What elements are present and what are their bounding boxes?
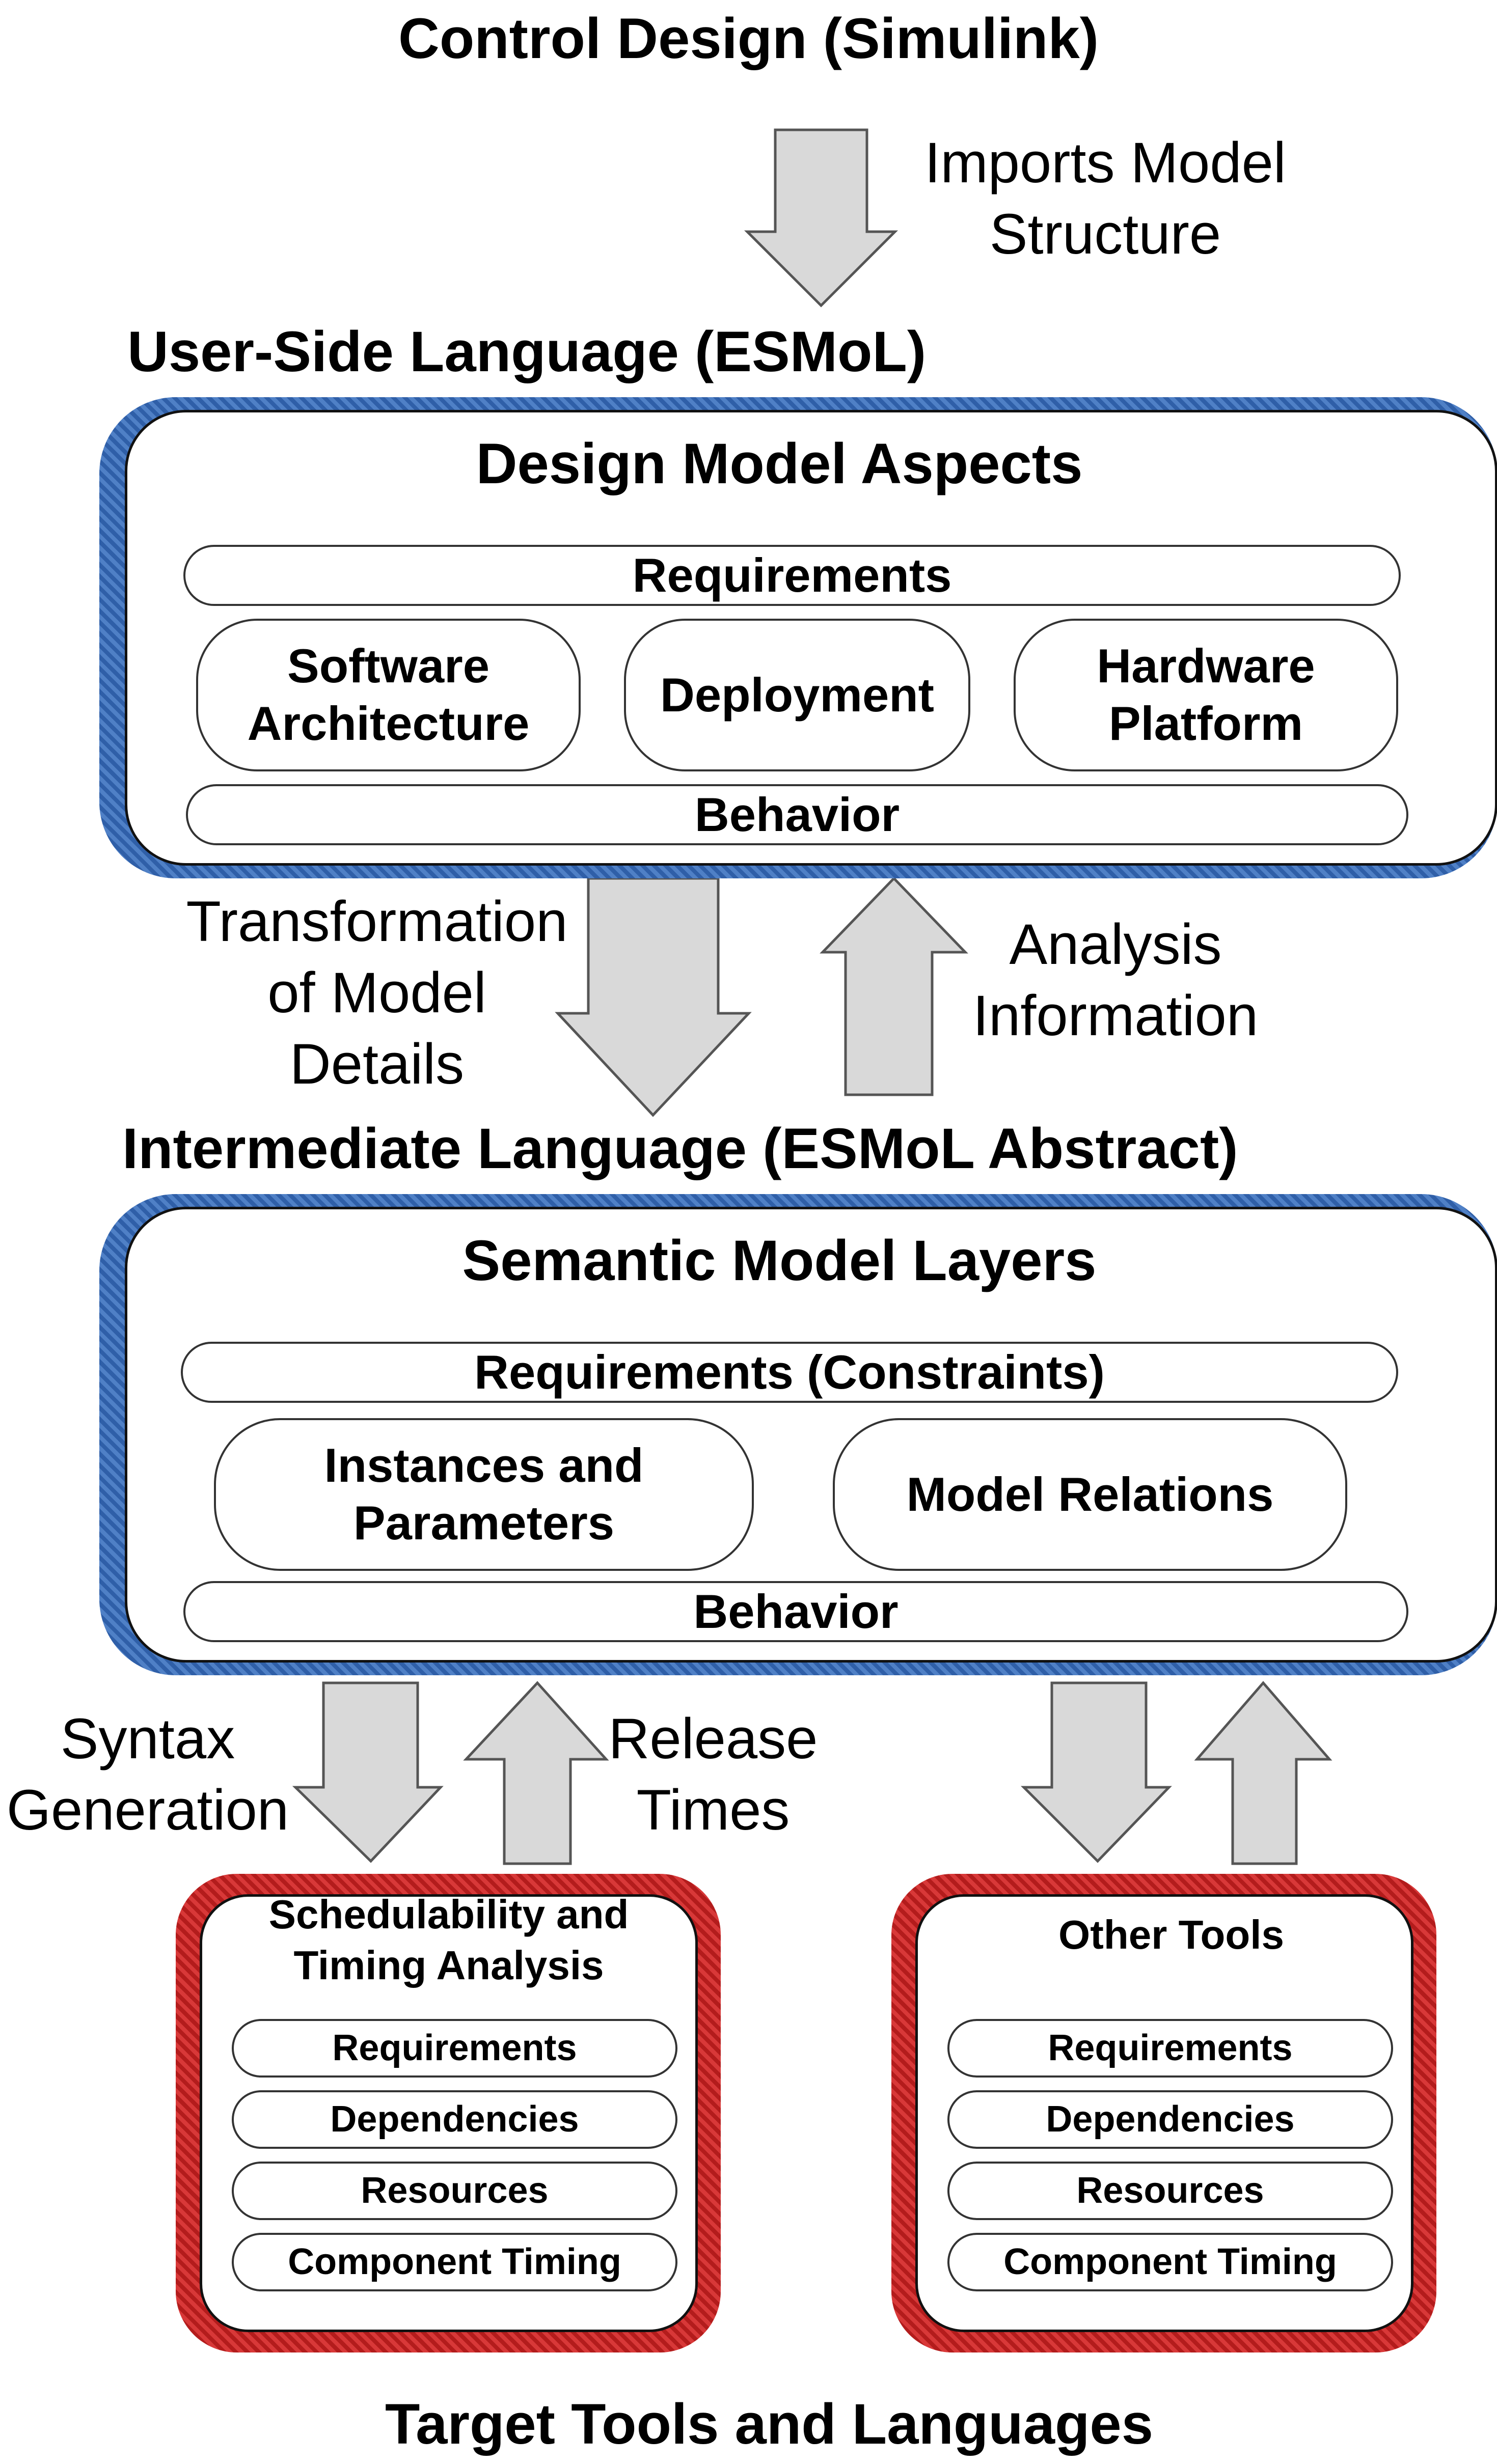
deployment-pill: Deployment [624,619,970,771]
target-tools-title: Target Tools and Languages [385,2392,1153,2456]
transformation-down-arrow [555,877,752,1117]
sched-component-timing-pill: Component Timing [232,2233,677,2291]
other-dependencies-pill: Dependencies [947,2090,1393,2149]
semantic-model-layers-title: Semantic Model Layers [462,1229,1097,1292]
other-down-arrow [1020,1681,1172,1863]
control-design-title: Control Design (Simulink) [398,7,1099,70]
user-side-language-title: User-Side Language (ESMoL) [127,320,927,383]
syntax-down-arrow [292,1681,444,1863]
analysis-up-arrow [820,876,968,1096]
release-times-label: Release Times [608,1707,818,1842]
sched-requirements-pill: Requirements [232,2019,677,2078]
release-up-arrow [463,1681,609,1865]
hardware-platform-pill: Hardware Platform [1014,619,1398,771]
requirements-pill: Requirements [183,545,1401,606]
other-resources-pill: Resources [947,2162,1393,2220]
sched-dependencies-pill: Dependencies [232,2090,677,2149]
other-up-arrow [1194,1681,1332,1865]
schedulability-title: Schedulability and Timing Analysis [268,1892,629,1988]
transformation-label: Transformation of Model Details [186,890,568,1096]
imports-down-arrow [744,128,899,308]
model-relations-pill: Model Relations [833,1418,1347,1571]
design-model-aspects-title: Design Model Aspects [476,432,1083,495]
software-architecture-pill: Software Architecture [196,619,581,771]
other-requirements-pill: Requirements [947,2019,1393,2078]
behavior-pill: Behavior [186,784,1408,845]
requirements-constraints-pill: Requirements (Constraints) [181,1342,1398,1403]
intermediate-language-title: Intermediate Language (ESMoL Abstract) [122,1117,1238,1180]
imports-model-structure-label: Imports Model Structure [924,131,1286,266]
instances-and-parameters-pill: Instances and Parameters [214,1418,754,1571]
syntax-generation-label: Syntax Generation [6,1707,289,1842]
behavior-pill-intermediate: Behavior [183,1581,1408,1642]
other-tools-title: Other Tools [1058,1912,1284,1957]
sched-resources-pill: Resources [232,2162,677,2220]
other-component-timing-pill: Component Timing [947,2233,1393,2291]
analysis-information-label: Analysis Information [972,912,1259,1047]
